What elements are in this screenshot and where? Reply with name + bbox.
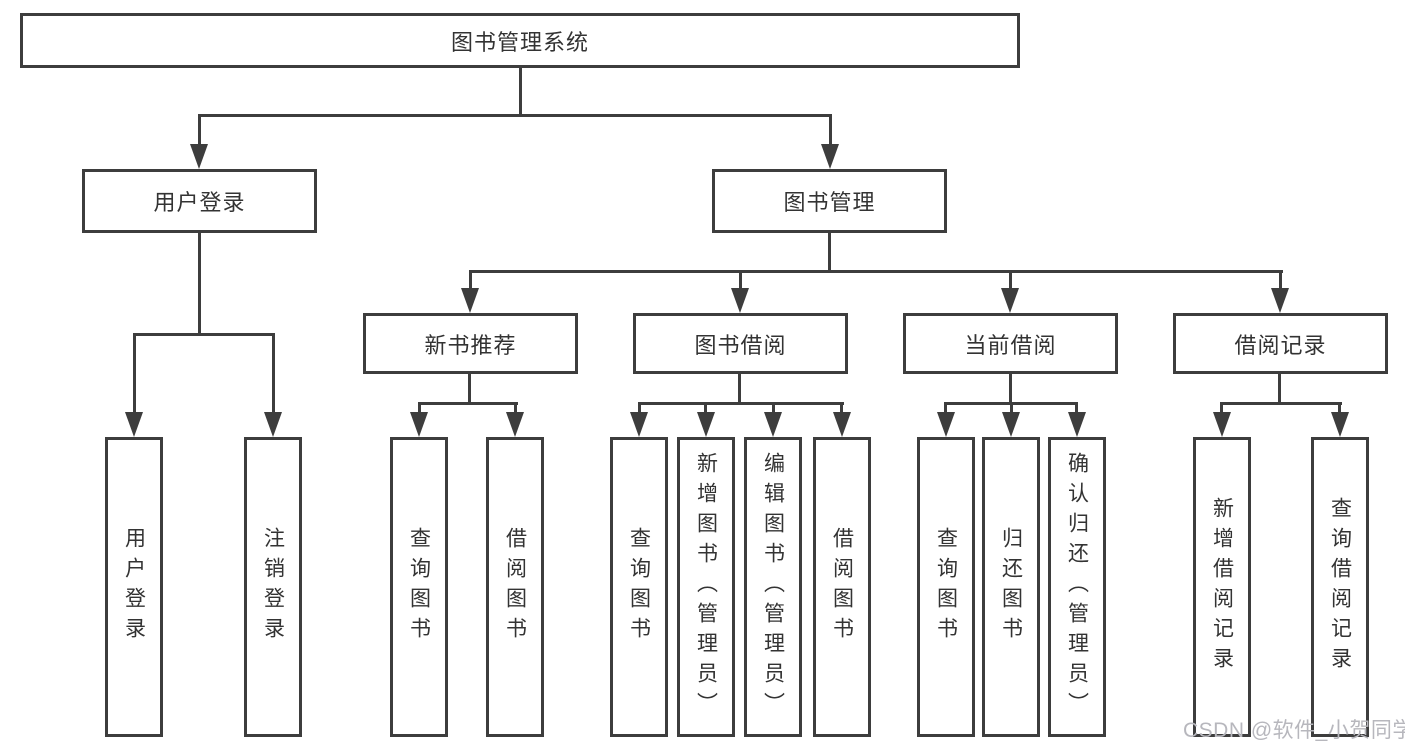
arrowhead-down-icon	[937, 412, 955, 437]
arrowhead-down-icon	[731, 288, 749, 313]
leaf-edit-books-admin: 编辑图书（管理员）	[744, 437, 802, 737]
leaf-query-books-current: 查询图书	[917, 437, 975, 737]
connector-line-horizontal	[133, 333, 275, 336]
leaf-confirm-return-admin: 确认归还（管理员）	[1048, 437, 1106, 737]
connector-line-vertical	[468, 373, 471, 405]
node-new-book-recommendation: 新书推荐	[363, 313, 578, 374]
connector-line-stem	[1279, 270, 1282, 290]
connector-line-stem	[704, 402, 707, 414]
node-label: 新书推荐	[424, 332, 517, 358]
connector-line-stem	[198, 114, 201, 145]
node-label: 当前借阅	[964, 332, 1057, 358]
connector-line-vertical	[519, 68, 522, 117]
connector-line-stem	[1009, 270, 1012, 290]
arrowhead-down-icon	[764, 412, 782, 437]
node-label: 查询图书	[934, 527, 958, 647]
connector-line-horizontal	[418, 402, 518, 405]
node-label: 归还图书	[999, 527, 1023, 647]
leaf-add-borrowing-record: 新增借阅记录	[1193, 437, 1251, 737]
arrowhead-down-icon	[410, 412, 428, 437]
node-book-borrowing: 图书借阅	[633, 313, 848, 374]
connector-line-vertical	[1278, 373, 1281, 405]
node-current-borrowing: 当前借阅	[903, 313, 1118, 374]
arrowhead-down-icon	[1213, 412, 1231, 437]
arrowhead-down-icon	[697, 412, 715, 437]
arrowhead-down-icon	[264, 412, 282, 437]
connector-line-vertical	[198, 233, 201, 336]
node-label: 注销登录	[261, 527, 285, 647]
node-label: 用户登录	[122, 527, 146, 647]
arrowhead-down-icon	[125, 412, 143, 437]
node-label: 新增图书（管理员）	[694, 452, 718, 722]
node-label: 图书借阅	[694, 332, 787, 358]
leaf-add-books-admin: 新增图书（管理员）	[677, 437, 735, 737]
arrowhead-down-icon	[1331, 412, 1349, 437]
connector-line-stem	[1075, 402, 1078, 414]
leaf-logout: 注销登录	[244, 437, 302, 737]
connector-line-stem	[1220, 402, 1223, 414]
connector-line-stem	[133, 333, 136, 413]
node-label: 借阅图书	[503, 527, 527, 647]
connector-line-horizontal	[638, 402, 844, 405]
node-user-login: 用户登录	[82, 169, 317, 233]
node-label: 图书管理系统	[450, 29, 589, 55]
arrowhead-down-icon	[1001, 288, 1019, 313]
node-label: 新增借阅记录	[1210, 497, 1234, 677]
connector-line-stem	[1338, 402, 1341, 414]
connector-line-vertical	[828, 233, 831, 273]
arrowhead-down-icon	[190, 144, 208, 169]
leaf-query-borrowing-record: 查询借阅记录	[1311, 437, 1369, 737]
arrowhead-down-icon	[821, 144, 839, 169]
node-label: 查询借阅记录	[1328, 497, 1352, 677]
arrowhead-down-icon	[1002, 412, 1020, 437]
node-library-management-system: 图书管理系统	[20, 13, 1020, 68]
connector-line-stem	[944, 402, 947, 414]
connector-line-stem	[638, 402, 641, 414]
connector-line-stem	[739, 270, 742, 290]
node-label: 查询图书	[627, 527, 651, 647]
connector-line-stem	[469, 270, 472, 290]
node-borrowing-records: 借阅记录	[1173, 313, 1388, 374]
arrowhead-down-icon	[833, 412, 851, 437]
arrowhead-down-icon	[461, 288, 479, 313]
leaf-borrow-books: 借阅图书	[813, 437, 871, 737]
connector-line-stem	[829, 114, 832, 145]
leaf-borrow-books-recommendation: 借阅图书	[486, 437, 544, 737]
node-label: 查询图书	[407, 527, 431, 647]
csdn-watermark: CSDN @软件_小贺同学	[1183, 719, 1405, 742]
node-book-management: 图书管理	[712, 169, 947, 233]
arrowhead-down-icon	[1068, 412, 1086, 437]
arrowhead-down-icon	[630, 412, 648, 437]
node-label: 确认归还（管理员）	[1065, 452, 1089, 722]
connector-line-horizontal	[198, 114, 832, 117]
node-label: 借阅图书	[830, 527, 854, 647]
node-label: 编辑图书（管理员）	[761, 452, 785, 722]
connector-line-stem	[840, 402, 843, 414]
node-label: 图书管理	[783, 190, 876, 215]
connector-line-stem	[514, 402, 517, 414]
connector-line-stem	[772, 402, 775, 414]
leaf-query-books-borrowing: 查询图书	[610, 437, 668, 737]
connector-line-horizontal	[469, 270, 1283, 273]
connector-line-horizontal	[1220, 402, 1342, 405]
arrowhead-down-icon	[506, 412, 524, 437]
connector-line-stem	[1010, 402, 1013, 414]
connector-line-vertical	[738, 373, 741, 405]
arrowhead-down-icon	[1271, 288, 1289, 313]
leaf-query-books-recommendation: 查询图书	[390, 437, 448, 737]
node-label: 借阅记录	[1234, 332, 1327, 358]
connector-line-stem	[272, 333, 275, 413]
connector-line-stem	[418, 402, 421, 414]
leaf-user-login: 用户登录	[105, 437, 163, 737]
connector-line-vertical	[1009, 373, 1012, 405]
leaf-return-books: 归还图书	[982, 437, 1040, 737]
node-label: 用户登录	[153, 190, 246, 215]
